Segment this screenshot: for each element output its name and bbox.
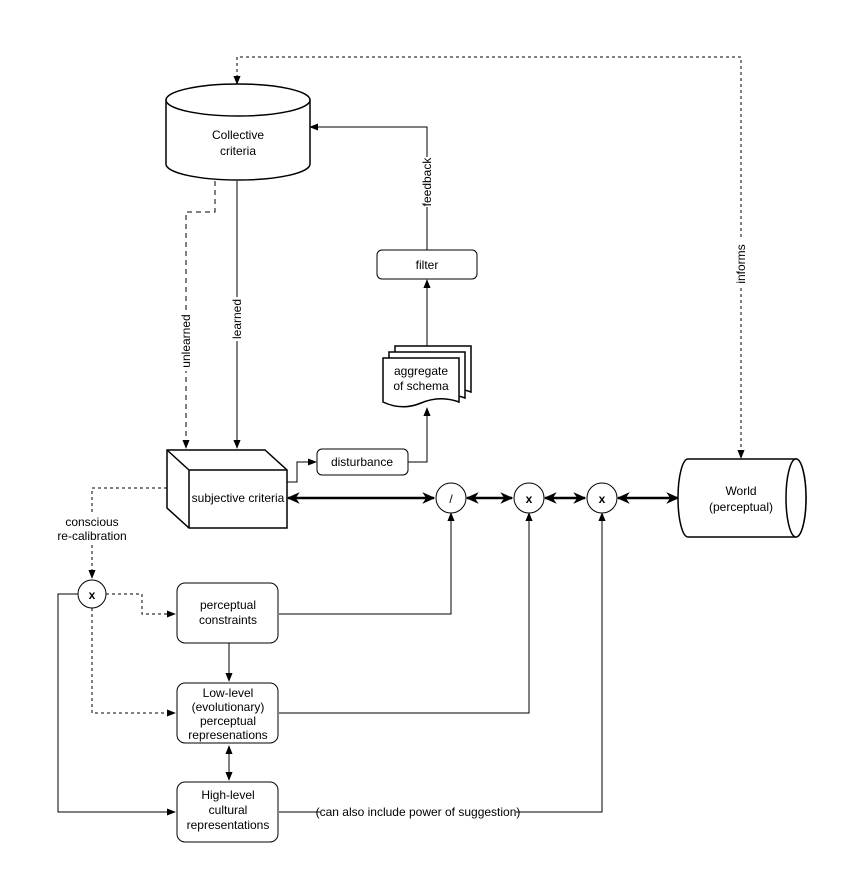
divide-operator[interactable]: / [435,482,467,514]
svg-text:(perceptual): (perceptual) [709,500,773,514]
svg-text:High-level: High-level [201,788,254,802]
edge-lowlevel-mult1 [279,512,533,714]
world-perceptual-node[interactable]: World (perceptual) [677,458,807,538]
edge-subjective-disturbance [287,458,317,483]
svg-text:Low-level: Low-level [203,686,254,700]
svg-text:perceptual: perceptual [200,598,256,612]
high-level-representations-node[interactable]: High-level cultural representations [176,781,279,843]
svg-text:represenations: represenations [188,728,267,742]
svg-text:x: x [89,588,96,602]
subjective-criteria-node[interactable]: subjective criteria [166,449,288,529]
multiply-operator-1[interactable]: x [513,482,545,514]
label-informs: informs [734,240,749,288]
edge-x-highlevel [57,593,176,816]
label-suggestion: (can also include power of suggestion) [316,805,521,820]
svg-text:aggregate: aggregate [394,364,448,378]
svg-text:x: x [526,492,533,506]
edge-highlevel-mult2 [279,512,606,813]
aggregate-of-schema-node[interactable]: aggregate of schema [382,345,472,408]
edge-constraints-divide [279,512,455,615]
svg-text:cultural: cultural [209,803,248,817]
svg-text:(evolutionary): (evolutionary) [192,700,265,714]
svg-text:perceptual: perceptual [200,714,256,728]
edge-informs [233,56,745,459]
label-learned: learned [230,297,245,341]
svg-text:constraints: constraints [199,613,257,627]
edge-conscious-recalibration [88,487,167,579]
svg-text:(can also include power of sug: (can also include power of suggestion) [316,805,521,819]
label-feedback: feedback [420,157,435,207]
collective-criteria-node[interactable]: Collective criteria [165,83,311,181]
label-unlearned: unlearned [179,311,194,371]
disturbance-node[interactable]: disturbance [316,448,409,476]
low-level-representations-node[interactable]: Low-level (evolutionary) perceptual repr… [176,682,279,744]
edge-x-lowlevel [91,608,176,717]
filter-node[interactable]: filter [376,249,478,280]
svg-text:subjective criteria: subjective criteria [192,491,285,505]
svg-text:learned: learned [230,299,244,339]
svg-text:re-calibration: re-calibration [57,529,126,543]
svg-text:representations: representations [187,818,270,832]
svg-text:conscious: conscious [65,515,118,529]
edge-unlearned [182,181,216,449]
svg-text:filter: filter [416,258,439,272]
svg-text:criteria: criteria [220,144,256,158]
svg-text:unlearned: unlearned [179,314,193,367]
edge-x-constraints [106,593,176,618]
svg-text:Collective: Collective [212,128,264,142]
edge-feedback [309,123,428,250]
svg-text:informs: informs [734,244,748,283]
svg-text:World: World [725,484,756,498]
svg-text:/: / [449,492,453,506]
svg-text:feedback: feedback [420,157,434,207]
perceptual-constraints-node[interactable]: perceptual constraints [176,582,279,644]
svg-text:disturbance: disturbance [331,455,393,469]
label-conscious-recalibration: conscious re-calibration [50,513,134,543]
multiply-operator-left[interactable]: x [77,579,107,609]
svg-text:of schema: of schema [393,379,449,393]
edge-disturbance-aggregate [408,407,431,463]
svg-text:x: x [599,492,606,506]
multiply-operator-2[interactable]: x [586,482,618,514]
